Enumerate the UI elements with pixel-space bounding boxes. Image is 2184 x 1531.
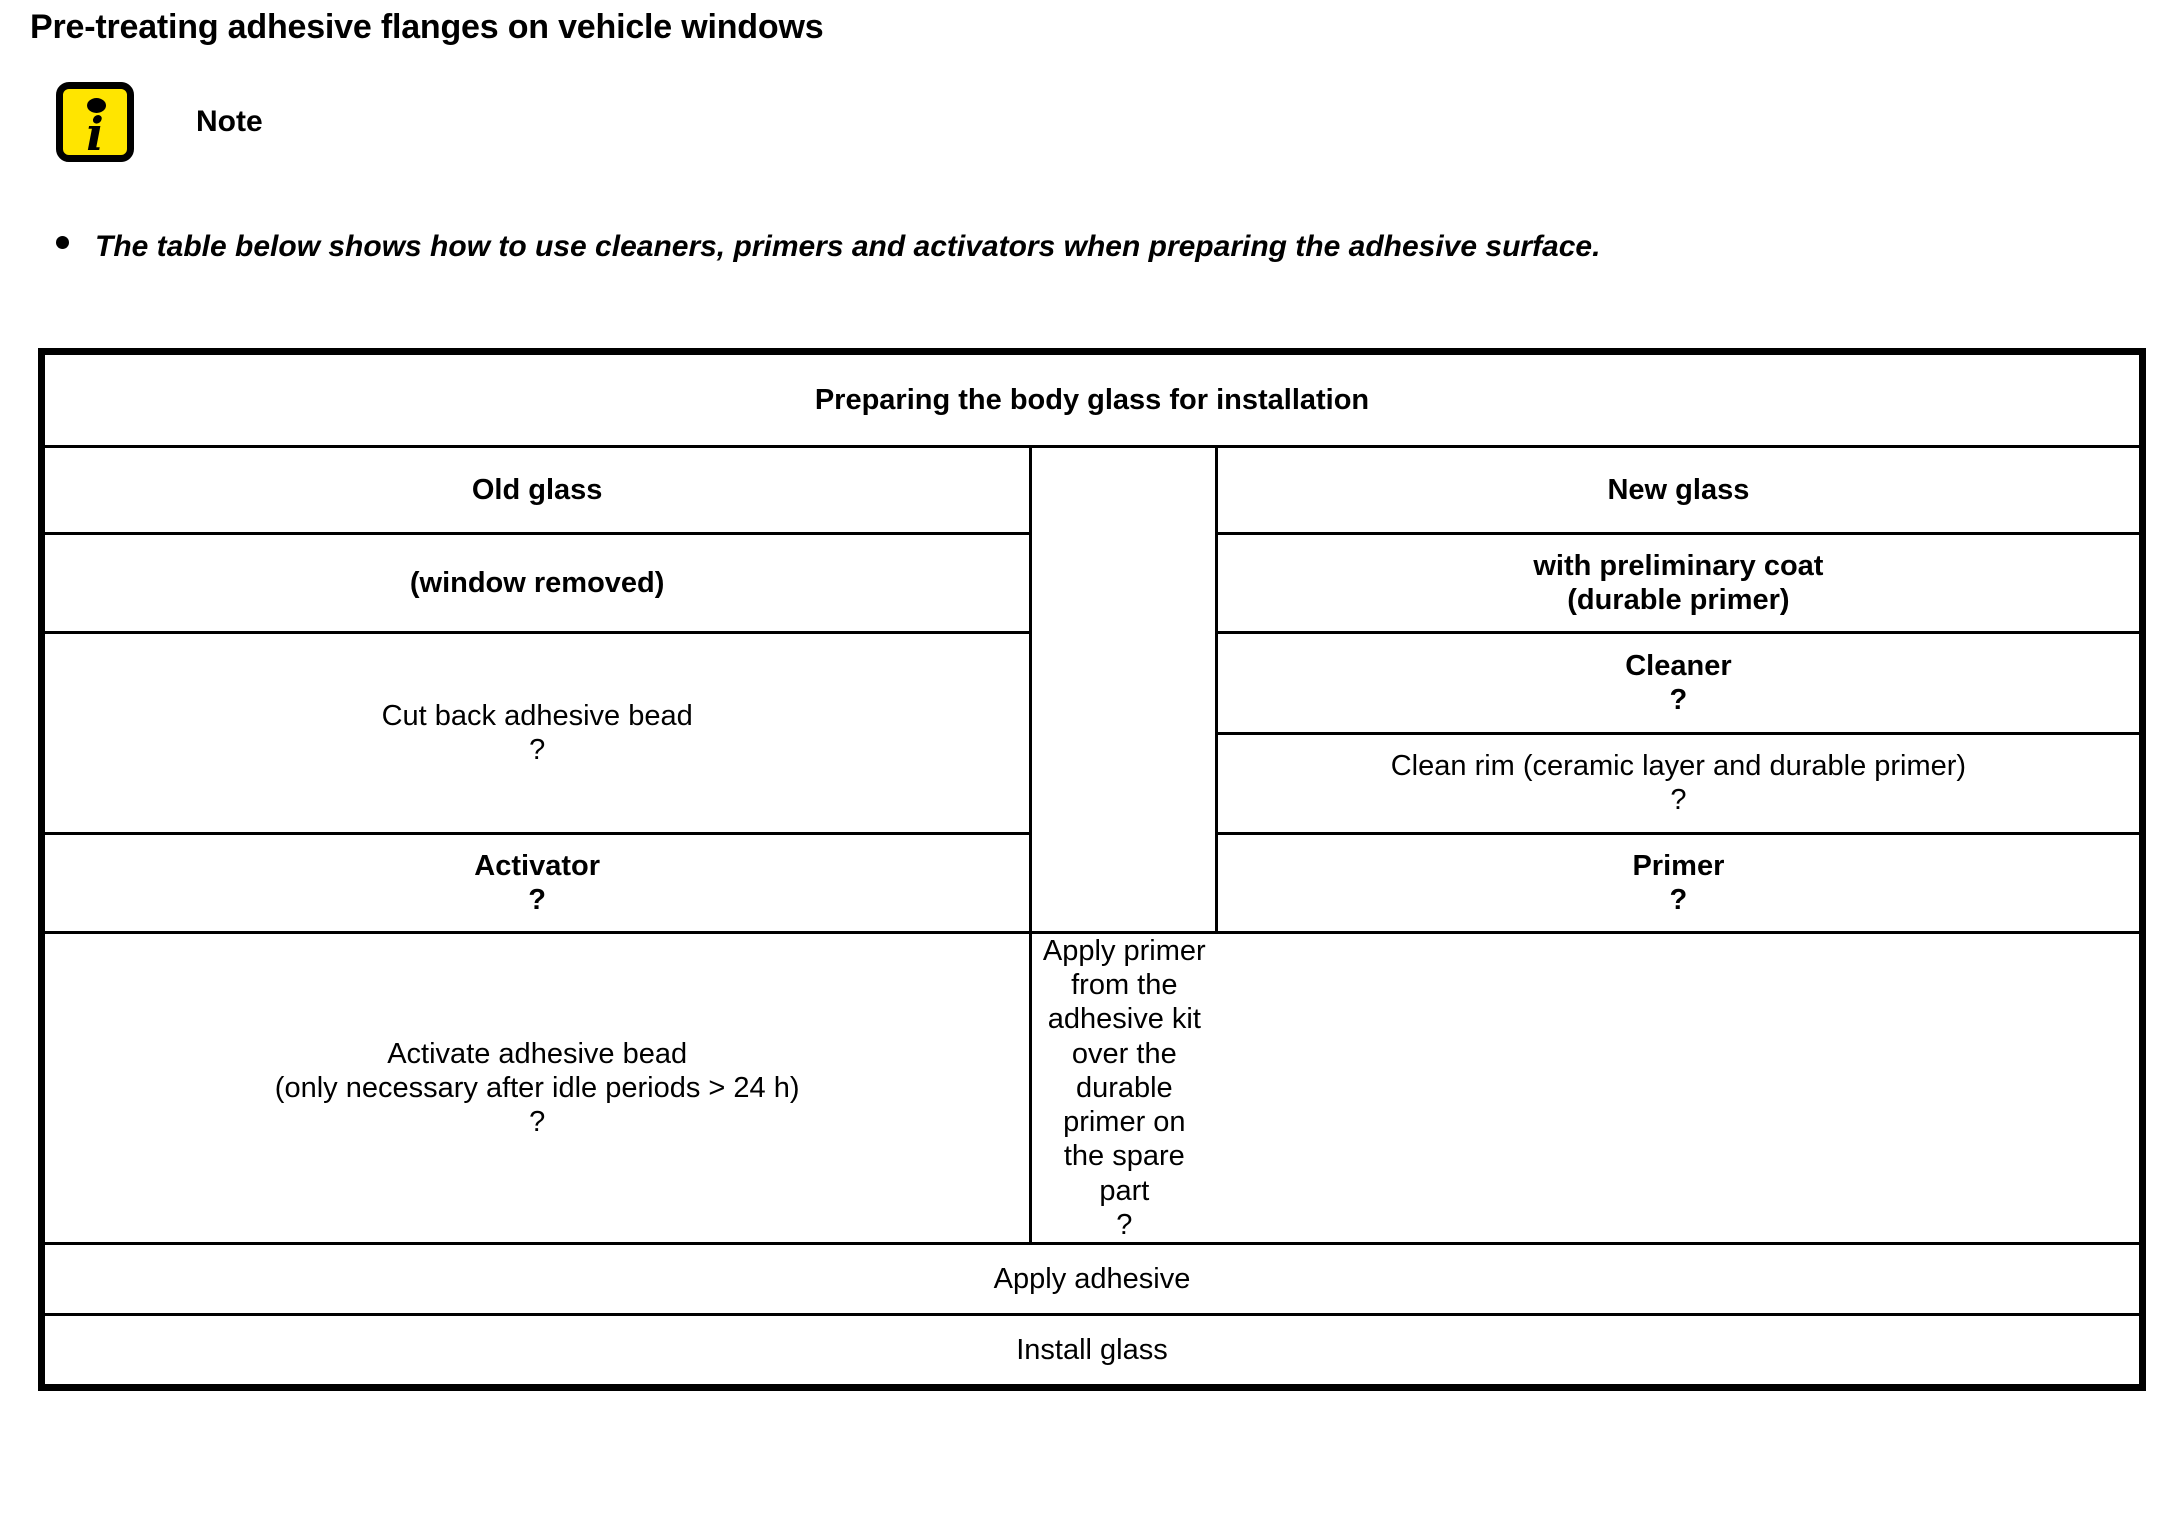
cell-old-activator-line2: ?: [528, 884, 547, 916]
cell-old-cut-back-line2: ?: [529, 734, 546, 766]
cell-old-activate-bead-line1: Activate adhesive bead: [387, 1037, 688, 1070]
cell-old-glass-subtitle: (window removed): [45, 532, 1033, 634]
note-bullet-row: The table below shows how to use cleaner…: [56, 230, 1600, 264]
note-bullet-text: The table below shows how to use cleaner…: [95, 230, 1601, 263]
cell-old-activate-bead-line3: ?: [529, 1106, 546, 1139]
cell-divider-gap: [1029, 445, 1218, 934]
table-row-step1-a: Cut back adhesive bead ? Cleaner ?: [45, 631, 2139, 835]
cell-new-cleaner-line2: ?: [1669, 683, 1688, 716]
cell-old-activator: Activator ?: [45, 832, 1033, 934]
cell-new-apply-primer-line1: Apply primer from the adhesive kit over …: [1042, 935, 1206, 1070]
cell-new-primer: Primer ?: [1214, 832, 2139, 934]
bullet-dot-icon: [56, 236, 69, 249]
cell-old-cut-back-adhesive: Cut back adhesive bead ?: [45, 631, 1033, 835]
preparation-table: Preparing the body glass for installatio…: [38, 348, 2146, 1391]
cell-old-activate-bead: Activate adhesive bead (only necessary a…: [45, 931, 1033, 1245]
table-row-step1-b: Clean rim (ceramic layer and durable pri…: [45, 731, 2139, 835]
info-icon-dot: [87, 98, 107, 113]
table-row-banner: Preparing the body glass for installatio…: [45, 355, 2139, 448]
cell-new-cleaner-line1: Cleaner: [1625, 649, 1732, 682]
note-label: Note: [196, 105, 263, 138]
cell-new-apply-primer: Apply primer from the adhesive kit over …: [1029, 931, 1217, 1245]
cell-new-clean-rim-line1: Clean rim (ceramic layer and durable pri…: [1390, 750, 1967, 783]
cell-new-glass-subtitle-line1: with preliminary coat: [1533, 549, 1824, 582]
cell-old-activate-bead-line2: (only necessary after idle periods > 24 …: [274, 1071, 800, 1104]
table-row-glass-headers: Old glass New glass: [45, 445, 2139, 934]
cell-new-clean-rim-line2: ?: [1670, 784, 1687, 817]
table-row-step2: Activator ? Primer ?: [45, 832, 2139, 934]
cell-old-activator-line1: Activator: [474, 849, 600, 882]
cell-new-glass-subtitle: with preliminary coat (durable primer): [1214, 532, 2139, 634]
page-title: Pre-treating adhesive flanges on vehicle…: [30, 8, 824, 46]
table-row-apply-adhesive: Apply adhesive: [45, 1241, 2139, 1316]
cell-new-clean-rim: Clean rim (ceramic layer and durable pri…: [1214, 731, 2139, 835]
cell-new-glass-header: New glass: [1214, 445, 2139, 535]
cell-new-glass-subtitle-line2: (durable primer): [1567, 584, 1790, 616]
cell-new-primer-line1: Primer: [1632, 849, 1725, 882]
cell-old-cut-back-line1: Cut back adhesive bead: [381, 699, 693, 732]
cell-install-glass: Install glass: [45, 1312, 2139, 1384]
table-row-step3: Activate adhesive bead (only necessary a…: [45, 931, 2139, 1245]
cell-new-apply-primer-line3: ?: [1116, 1208, 1133, 1241]
cell-old-glass-header: Old glass: [45, 445, 1033, 535]
cell-apply-adhesive: Apply adhesive: [45, 1241, 2139, 1316]
table-banner-title: Preparing the body glass for installatio…: [45, 355, 2139, 448]
info-icon-stem: i: [86, 107, 104, 161]
info-icon: i: [56, 82, 134, 162]
cell-new-cleaner: Cleaner ?: [1214, 631, 2139, 735]
table-row-install-glass: Install glass: [45, 1312, 2139, 1384]
cell-new-apply-primer-line2: durable primer on the spare part: [1063, 1071, 1186, 1207]
table-row-subtitles: (window removed) with preliminary coat (…: [45, 532, 2139, 634]
cell-new-primer-line2: ?: [1669, 884, 1688, 916]
note-block: i Note: [56, 82, 263, 162]
